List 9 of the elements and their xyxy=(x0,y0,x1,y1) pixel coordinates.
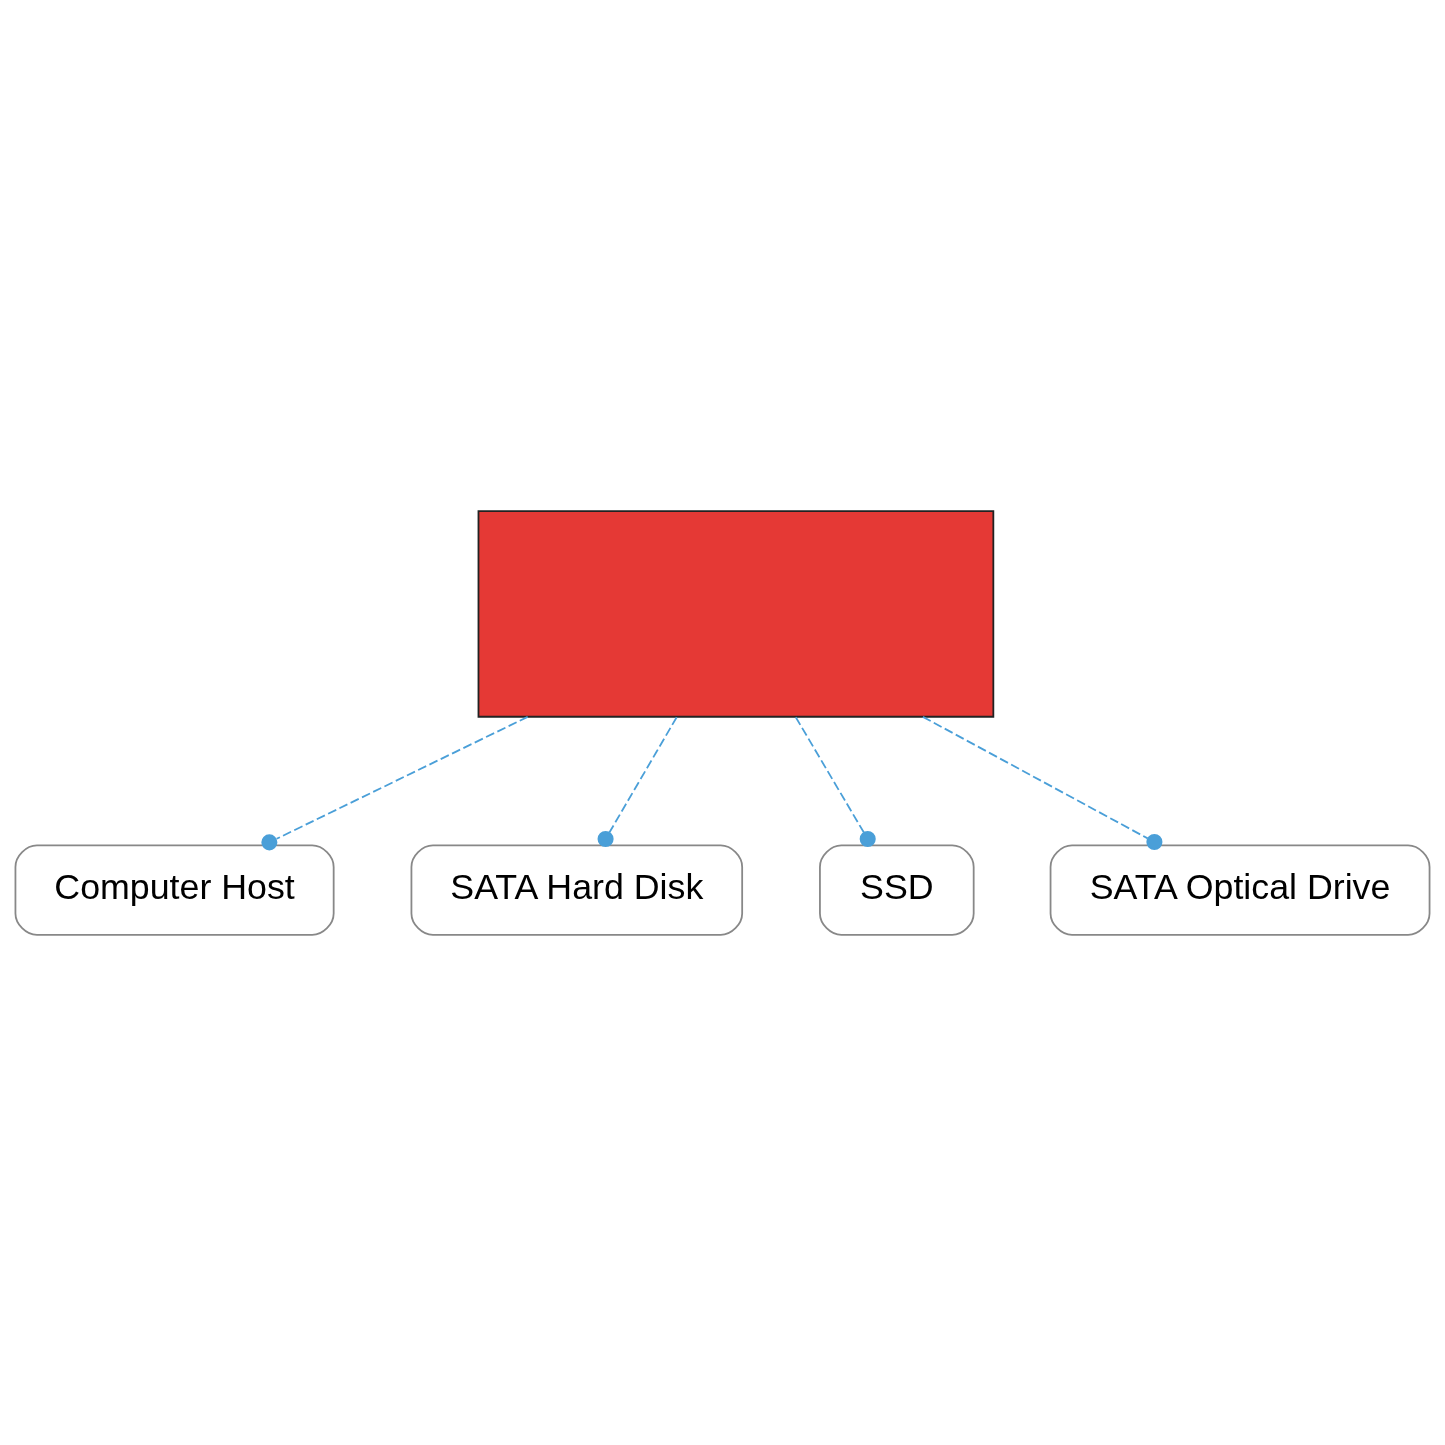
connector xyxy=(597,715,678,847)
connector xyxy=(922,715,1163,850)
connector xyxy=(261,715,529,850)
node-box: SSD xyxy=(819,844,975,936)
node-box: SATA Optical Drive xyxy=(1049,844,1431,936)
node-box xyxy=(477,509,995,718)
node-box: SATA Hard Disk xyxy=(410,844,744,936)
node-box: Computer Host xyxy=(14,844,335,936)
connector xyxy=(794,715,876,847)
